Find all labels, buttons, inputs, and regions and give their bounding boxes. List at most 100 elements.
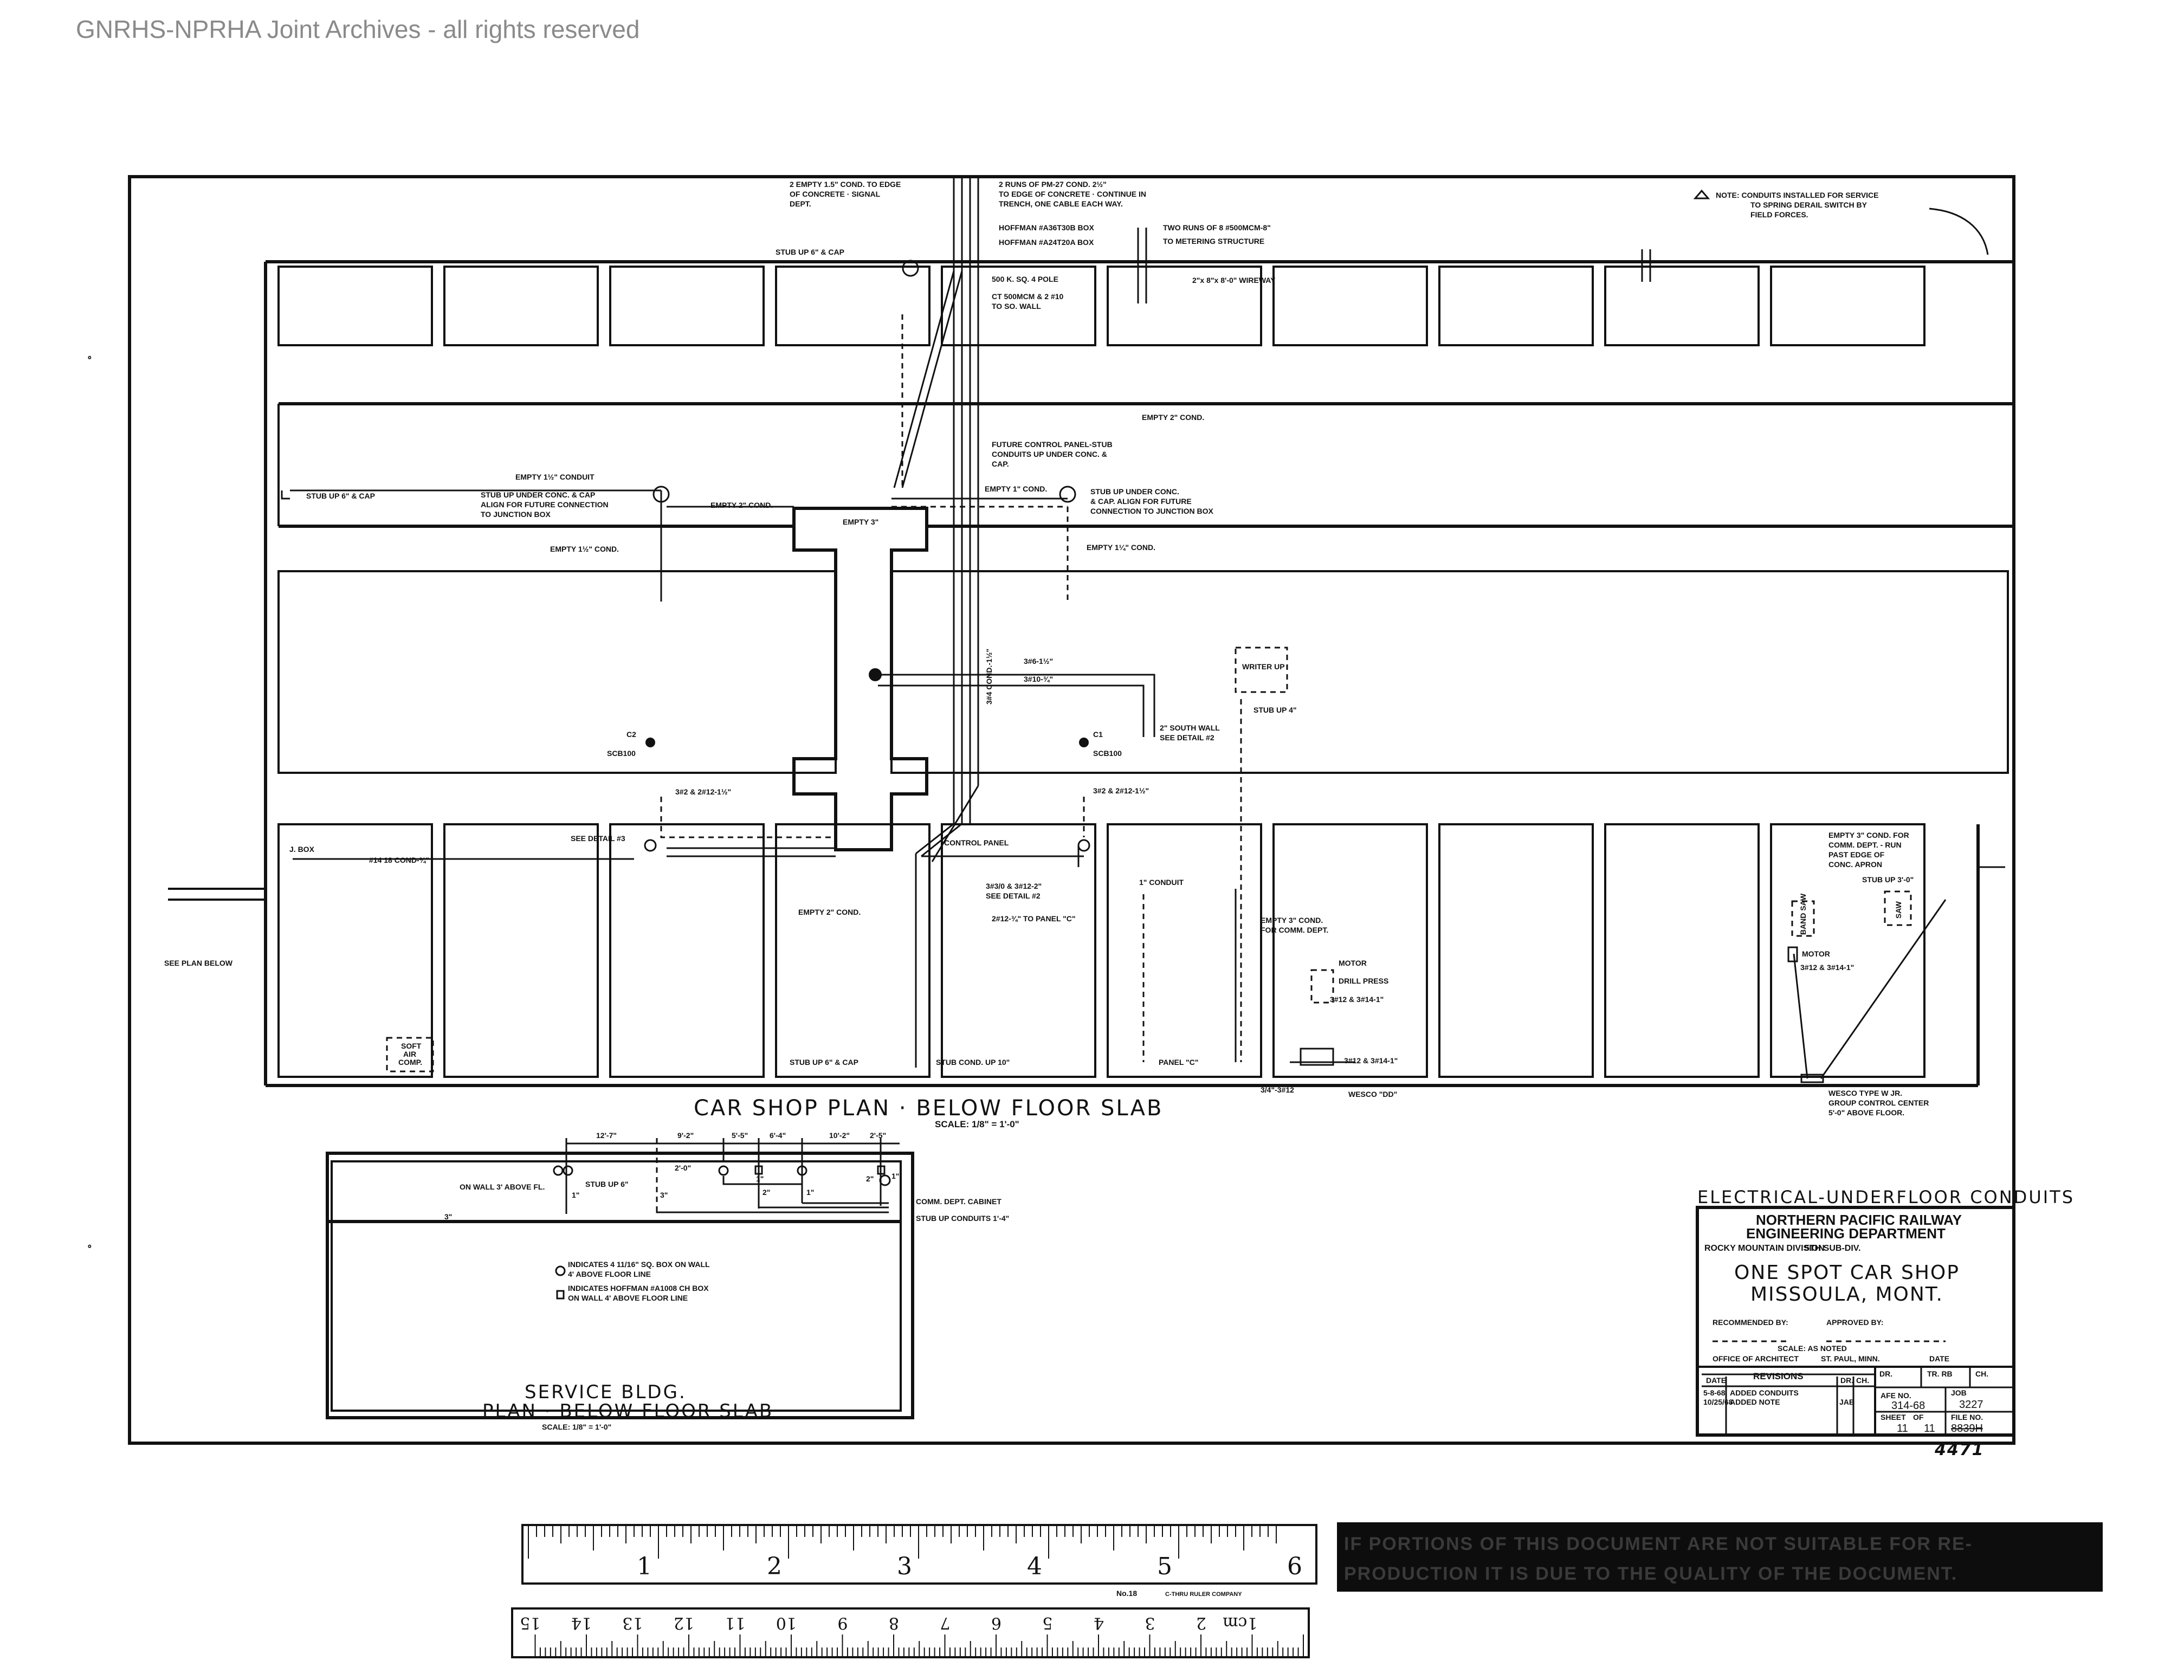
label-size: 1" (891, 1172, 899, 1180)
label-feed: 3#4 COND.-1½" (985, 649, 993, 705)
cm-label: 15 (520, 1613, 540, 1632)
dimension: 12'-7" (596, 1131, 617, 1140)
sheet-label: SHEET (1881, 1413, 1906, 1421)
label-feed: 2#12-¾" TO PANEL "C" (992, 914, 1076, 923)
rev-date-header: DATE (1706, 1376, 1726, 1385)
label-feed: CT 500MCM & 2 #10 (992, 292, 1063, 301)
label-conduit: EMPTY 1" COND. (985, 484, 1047, 493)
cm-label: 2 (1196, 1613, 1206, 1632)
inch-label: 4 (1027, 1553, 1042, 1580)
legend-text: INDICATES HOFFMAN #A1008 CH BOX (568, 1284, 709, 1293)
top-bay (1107, 266, 1262, 346)
top-bay (941, 266, 1096, 346)
label-conduit: EMPTY 1¼" COND. (1087, 543, 1155, 552)
conduit-bundle (893, 177, 1651, 862)
label-stub-align: STUB UP UNDER CONC. & CAP (481, 490, 595, 499)
archive-watermark: GNRHS-NPRHA Joint Archives - all rights … (76, 15, 639, 43)
legend-text: 4' ABOVE FLOOR LINE (568, 1270, 651, 1278)
label-stub: STUB UP 3'-0" (1862, 875, 1914, 884)
bottom-bay (775, 823, 931, 1078)
label-conduit: 1" CONDUIT (1139, 878, 1184, 887)
legend-text: ON WALL 4' ABOVE FLOOR LINE (568, 1294, 688, 1302)
horizontal-conduits (281, 314, 2005, 1079)
label-future-panel: FUTURE CONTROL PANEL-STUB (992, 440, 1113, 449)
cm-label: 1cm (1223, 1613, 1257, 1632)
outlet-markers (386, 260, 1912, 1083)
writer-box (1235, 647, 1288, 693)
label-stub: STUB UP 6" & CAP (776, 248, 844, 256)
label-pm27: TO EDGE OF CONCRETE · CONTINUE IN (999, 190, 1146, 198)
hoffman-box-square-icon (556, 1290, 565, 1300)
bottom-bay-row (277, 823, 1925, 1078)
label-stub-align: STUB UP UNDER CONC. (1090, 487, 1179, 496)
label-motor: MOTOR (1802, 949, 1830, 958)
label-size: 3" (444, 1212, 452, 1221)
bottom-bay (443, 823, 599, 1078)
label-stub-align: CONNECTION TO JUNCTION BOX (1090, 507, 1214, 515)
label-feed: 3#3/0 & 3#12-2" (986, 882, 1042, 890)
label-feed: 3#12 & 3#14-1" (1344, 1056, 1398, 1065)
bottom-bay (941, 823, 1096, 1078)
label-south-wall: 2" SOUTH WALL (1160, 723, 1220, 732)
label-feed: 3#10-¾" (1024, 675, 1053, 683)
label-writer: WRITER UP (1242, 662, 1285, 671)
label-comm-apron: EMPTY 3" COND. FOR (1828, 831, 1909, 839)
revision-drafter: JAB (1839, 1398, 1855, 1406)
label-comm-apron: PAST EDGE OF (1828, 850, 1885, 859)
dimension: 5'-5" (732, 1131, 748, 1140)
label-wesco: WESCO "DD" (1348, 1090, 1397, 1099)
label-size: 1" (756, 1174, 764, 1183)
bottom-bay (1770, 823, 1925, 1078)
label-drill-press: DRILL PRESS (1339, 977, 1388, 985)
department-name: ENGINEERING DEPARTMENT (1746, 1225, 1946, 1242)
cm-label: 6 (991, 1613, 1001, 1632)
division: ROCKY MOUNTAIN DIVISION (1704, 1244, 1825, 1253)
car-shop-annotations: 2 EMPTY 1.5" COND. TO EDGE OF CONCRETE ·… (164, 180, 1989, 1117)
note-line: NOTE: CONDUITS INSTALLED FOR SERVICE (1716, 191, 1879, 199)
label-conduit: EMPTY 1½" CONDUIT (515, 473, 595, 481)
top-bay-row (277, 266, 1925, 346)
room-west (277, 570, 837, 774)
top-bay (609, 266, 765, 346)
cm-label: 14 (571, 1613, 592, 1632)
top-bay (1604, 266, 1760, 346)
label-conduit: EMPTY 1½" COND. (550, 545, 619, 553)
label-conduit: EMPTY 2" COND. (1142, 413, 1204, 422)
approved-by-label: APPROVED BY: (1826, 1318, 1884, 1327)
label-wesco-note: GROUP CONTROL CENTER (1828, 1099, 1929, 1107)
inch-label: 1 (637, 1553, 652, 1580)
label-comm-cabinet: COMM. DEPT. CABINET (916, 1197, 1001, 1206)
label-jbox: J. BOX (289, 845, 315, 854)
top-bay (1770, 266, 1925, 346)
notice-line: PRODUCTION IT IS DUE TO THE QUALITY OF T… (1344, 1563, 1957, 1584)
wesco-center (1800, 1074, 1824, 1083)
label-saw: SAW (1894, 901, 1903, 919)
dimension: 9'-2" (677, 1131, 694, 1140)
label-stub: STUB UP CONDUITS 1'-4" (916, 1214, 1009, 1223)
inch-label: 5 (1157, 1553, 1172, 1580)
title-block: ELECTRICAL-UNDERFLOOR CONDUITS NORTHERN … (1696, 1187, 2073, 1459)
label-signal-dept: 2 EMPTY 1.5" COND. TO EDGE (790, 180, 901, 189)
legend-text: INDICATES 4 11/16" SQ. BOX ON WALL (568, 1260, 710, 1269)
revision-text: ADDED CONDUITS (1730, 1388, 1799, 1397)
label-feed: 3#6-1½" (1024, 657, 1053, 665)
bottom-bay (609, 823, 765, 1078)
room-east (890, 570, 2009, 774)
cm-label: 12 (674, 1613, 694, 1632)
label-stub: STUB UP 6" & CAP (306, 492, 375, 500)
date-label: DATE (1929, 1354, 1949, 1363)
file-number: 8839H (1951, 1423, 1983, 1435)
cm-label: 5 (1042, 1613, 1052, 1632)
sheet-border (128, 175, 2015, 1445)
label-signal-dept: OF CONCRETE · SIGNAL (790, 190, 881, 198)
service-bldg-subtitle: PLAN · BELOW FLOOR SLAB (482, 1400, 773, 1422)
label-hoffman-box: HOFFMAN #A36T30B BOX (999, 223, 1094, 232)
sheet-number: 11 (1897, 1423, 1908, 1435)
car-shop-title: CAR SHOP PLAN · BELOW FLOOR SLAB (694, 1096, 1163, 1121)
bottom-bay (1272, 823, 1428, 1078)
ruler-maker: C-THRU RULER COMPANY (1165, 1591, 1242, 1598)
cm-label: 11 (725, 1613, 745, 1632)
label-feed: SEE DETAIL #2 (986, 891, 1041, 900)
label-motor: MOTOR (1339, 959, 1367, 967)
service-pit (792, 507, 928, 851)
